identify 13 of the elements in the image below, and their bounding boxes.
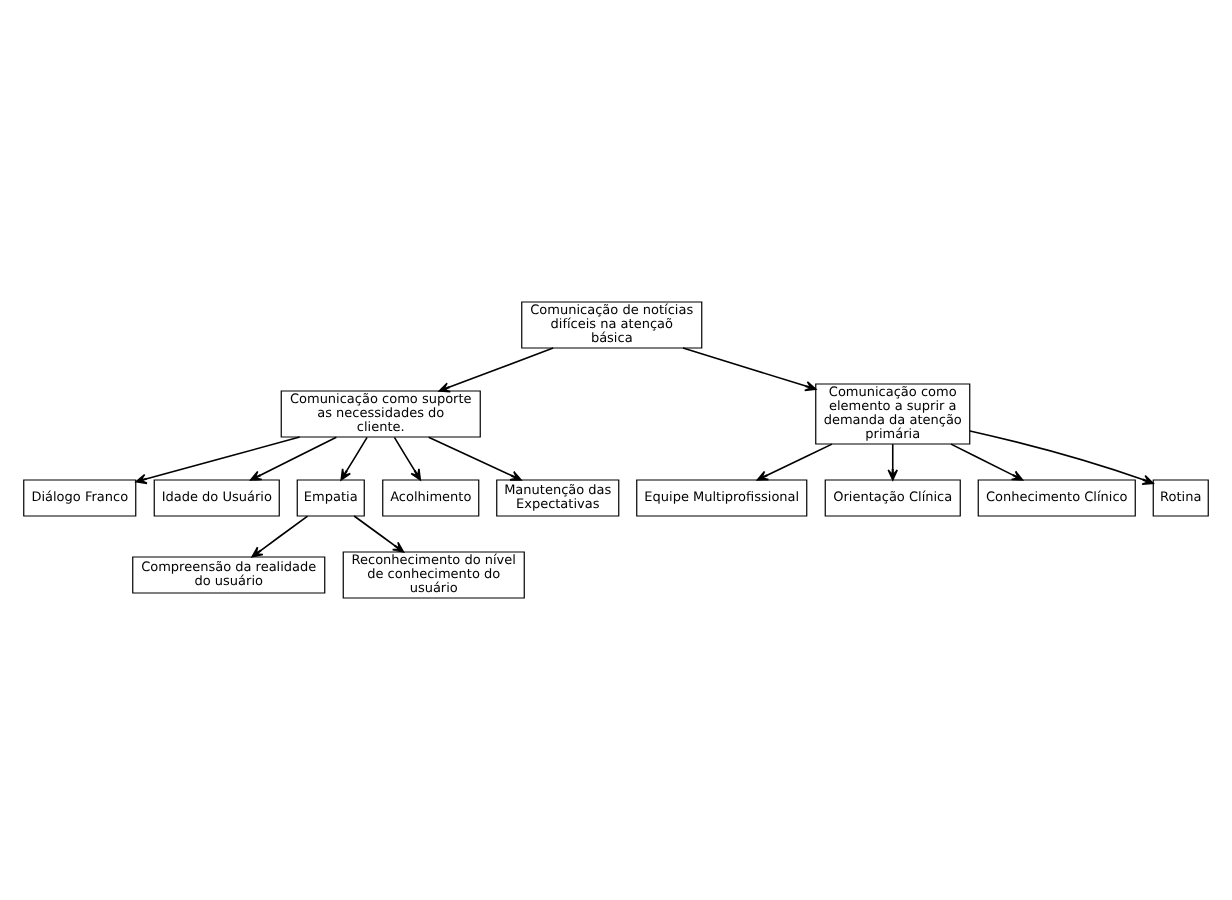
- arrow: [135, 436, 301, 485]
- arrow: [887, 443, 899, 481]
- arrow: [950, 443, 1024, 481]
- arrow: [969, 430, 1154, 485]
- arrow: [340, 436, 368, 481]
- arrow: [251, 515, 309, 558]
- arrow: [353, 515, 405, 553]
- arrow: [427, 436, 522, 481]
- arrow: [393, 436, 422, 481]
- arrow: [438, 347, 554, 393]
- arrow: [682, 347, 817, 392]
- arrow: [249, 436, 338, 481]
- arrow: [756, 443, 833, 481]
